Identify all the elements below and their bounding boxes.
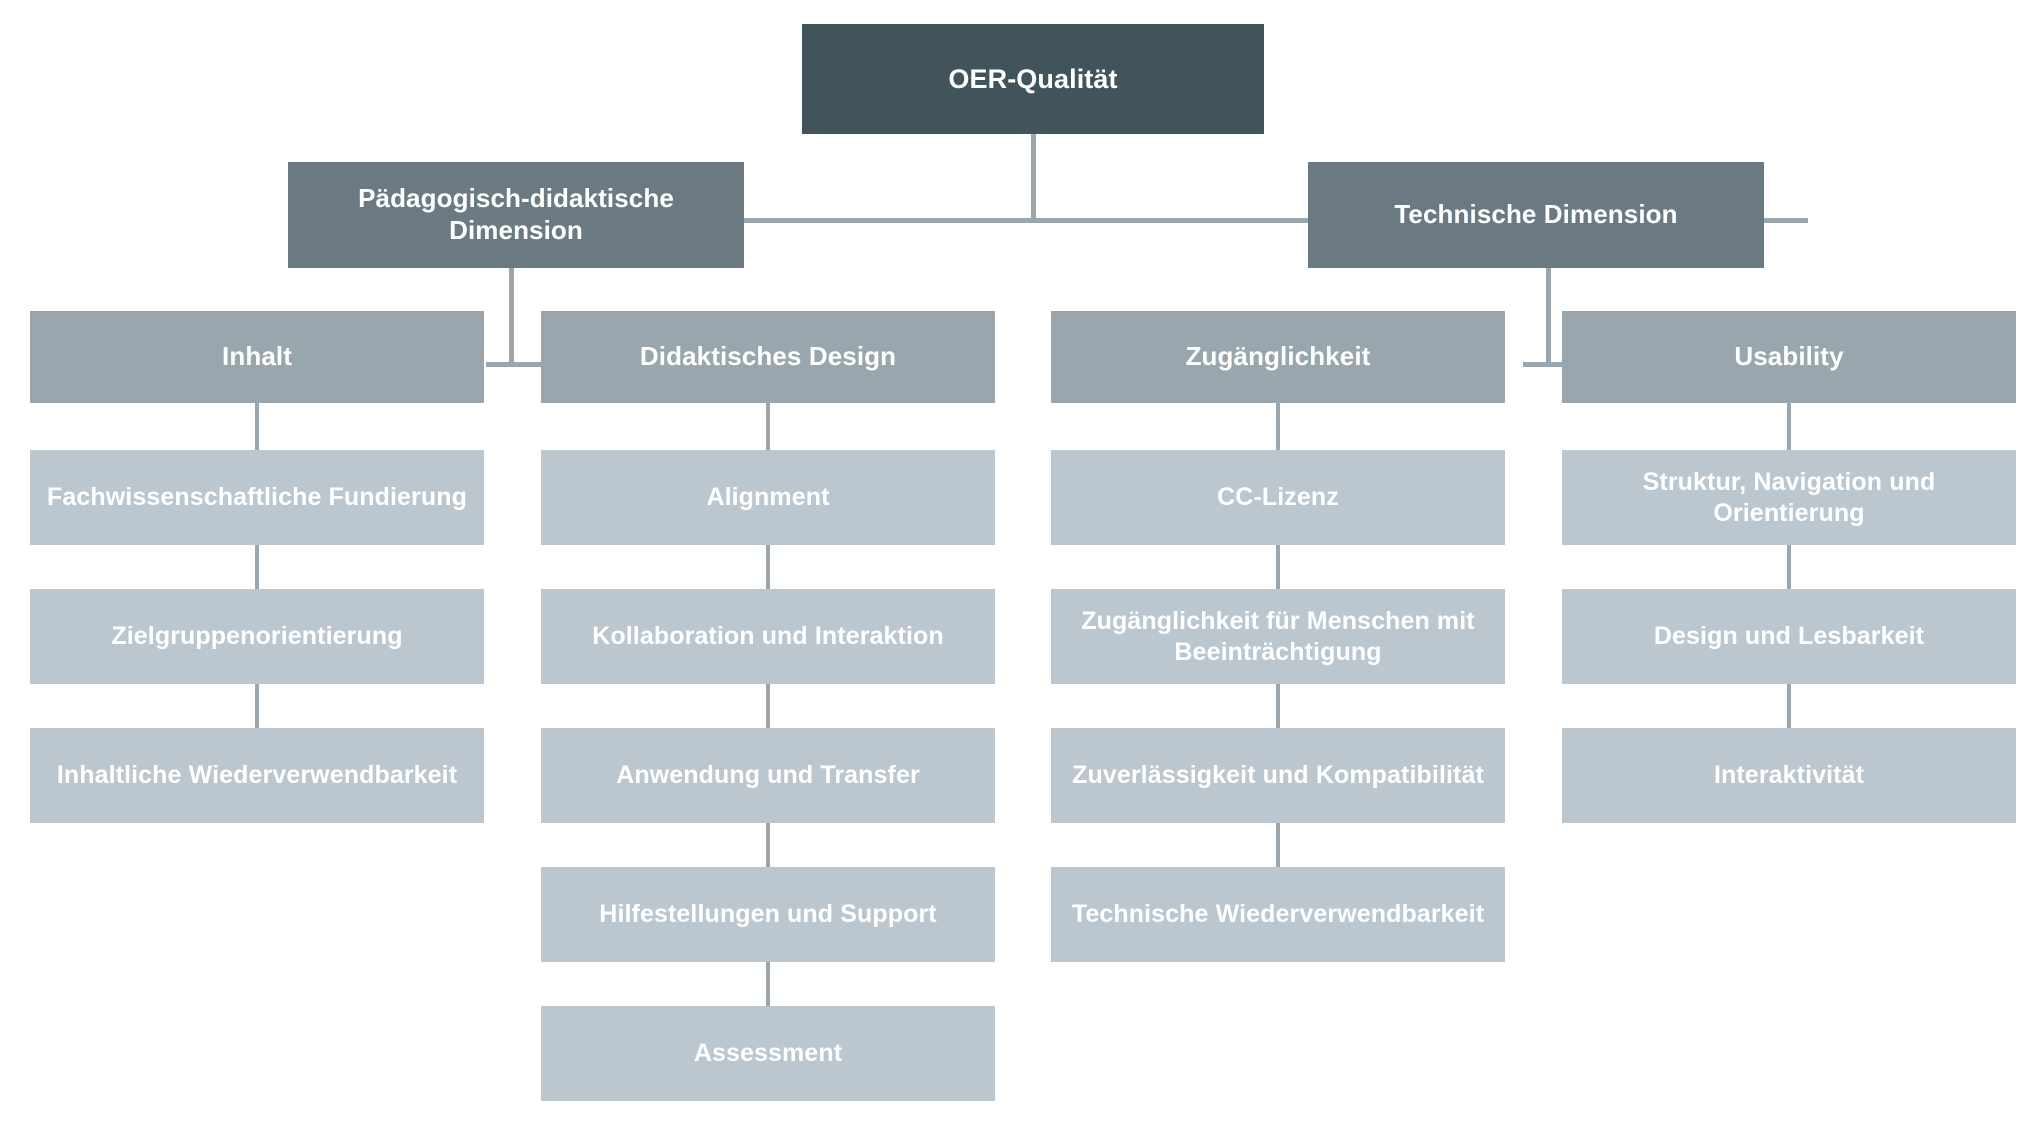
leaf-didaktisches-design-3[interactable]: Anwendung und Transfer (541, 728, 995, 823)
leaf-usability-3-label: Interaktivität (1713, 761, 1865, 790)
node-dimension-paedagogisch-label: Pädagogisch-didaktische Dimension (358, 183, 674, 245)
leaf-inhalt-3[interactable]: Inhaltliche Wiederverwendbarkeit (30, 728, 484, 823)
node-category-zugaenglichkeit[interactable]: Zugänglichkeit (1051, 311, 1505, 403)
leaf-inhalt-3-label: Inhaltliche Wiederverwendbarkeit (56, 761, 458, 790)
connector-col3-l2-l3 (1276, 684, 1280, 728)
node-category-usability-label: Usability (1734, 341, 1844, 372)
connector-col2-l3-l4 (766, 823, 770, 867)
leaf-inhalt-2-label: Zielgruppenorientierung (111, 622, 403, 651)
connector-dim-left-spine (486, 362, 542, 367)
leaf-zugaenglichkeit-4[interactable]: Technische Wiederverwendbarkeit (1051, 867, 1505, 962)
connector-col2-l4-l5 (766, 962, 770, 1006)
leaf-inhalt-2[interactable]: Zielgruppenorientierung (30, 589, 484, 684)
leaf-usability-1[interactable]: Struktur, Navigation und Orientierung (1562, 450, 2016, 545)
node-category-didaktisches-design[interactable]: Didaktisches Design (541, 311, 995, 403)
leaf-usability-2[interactable]: Design und Lesbarkeit (1562, 589, 2016, 684)
leaf-didaktisches-design-4[interactable]: Hilfestellungen und Support (541, 867, 995, 962)
node-dimension-paedagogisch[interactable]: Pädagogisch-didaktische Dimension (288, 162, 744, 268)
leaf-inhalt-1[interactable]: Fachwissenschaftliche Fundierung (30, 450, 484, 545)
leaf-didaktisches-design-4-label: Hilfestellungen und Support (599, 900, 937, 929)
connector-col4-l2-l3 (1787, 684, 1791, 728)
connector-col4-l1-l2 (1787, 545, 1791, 589)
connector-dim-right-spine (1523, 362, 1579, 367)
connector-col1-l1-l2 (255, 545, 259, 589)
node-category-zugaenglichkeit-label: Zugänglichkeit (1185, 341, 1371, 372)
connector-dimension-spine (744, 218, 1808, 223)
leaf-didaktisches-design-2[interactable]: Kollaboration und Interaktion (541, 589, 995, 684)
leaf-zugaenglichkeit-1[interactable]: CC-Lizenz (1051, 450, 1505, 545)
leaf-didaktisches-design-1[interactable]: Alignment (541, 450, 995, 545)
connector-col3-l3-l4 (1276, 823, 1280, 867)
node-dimension-technische-label: Technische Dimension (1394, 199, 1678, 230)
connector-col2-l2-l3 (766, 684, 770, 728)
leaf-didaktisches-design-2-label: Kollaboration und Interaktion (592, 622, 944, 651)
node-category-inhalt[interactable]: Inhalt (30, 311, 484, 403)
node-dimension-technische[interactable]: Technische Dimension (1308, 162, 1764, 268)
connector-dim-right-vertical (1546, 268, 1551, 363)
connector-col1-l2-l3 (255, 684, 259, 728)
node-root-oer-qualitaet[interactable]: OER-Qualität (802, 24, 1264, 134)
leaf-zugaenglichkeit-3[interactable]: Zuverlässigkeit und Kompatibilität (1051, 728, 1505, 823)
leaf-zugaenglichkeit-2[interactable]: Zugänglichkeit für Menschen mit Beeinträ… (1051, 589, 1505, 684)
leaf-usability-2-label: Design und Lesbarkeit (1653, 622, 1925, 651)
leaf-zugaenglichkeit-4-label: Technische Wiederverwendbarkeit (1071, 900, 1485, 929)
leaf-inhalt-1-label: Fachwissenschaftliche Fundierung (47, 483, 467, 512)
leaf-zugaenglichkeit-2-label: Zugänglichkeit für Menschen mit Beeinträ… (1081, 607, 1475, 666)
leaf-usability-1-label: Struktur, Navigation und Orientierung (1642, 468, 1936, 527)
node-category-inhalt-label: Inhalt (222, 341, 292, 372)
connector-dim-left-vertical (509, 268, 514, 363)
leaf-zugaenglichkeit-1-label: CC-Lizenz (1217, 483, 1339, 512)
leaf-didaktisches-design-1-label: Alignment (706, 483, 830, 512)
connector-col3-l1-l2 (1276, 545, 1280, 589)
leaf-didaktisches-design-3-label: Anwendung und Transfer (616, 761, 920, 790)
node-root-label: OER-Qualität (948, 63, 1118, 94)
leaf-zugaenglichkeit-3-label: Zuverlässigkeit und Kompatibilität (1072, 761, 1484, 790)
leaf-usability-3[interactable]: Interaktivität (1562, 728, 2016, 823)
leaf-didaktisches-design-5[interactable]: Assessment (541, 1006, 995, 1101)
node-category-didaktisches-design-label: Didaktisches Design (639, 341, 897, 372)
node-category-usability[interactable]: Usability (1562, 311, 2016, 403)
leaf-didaktisches-design-5-label: Assessment (693, 1039, 843, 1068)
connector-col2-l1-l2 (766, 545, 770, 589)
connector-root-vertical (1031, 134, 1036, 218)
